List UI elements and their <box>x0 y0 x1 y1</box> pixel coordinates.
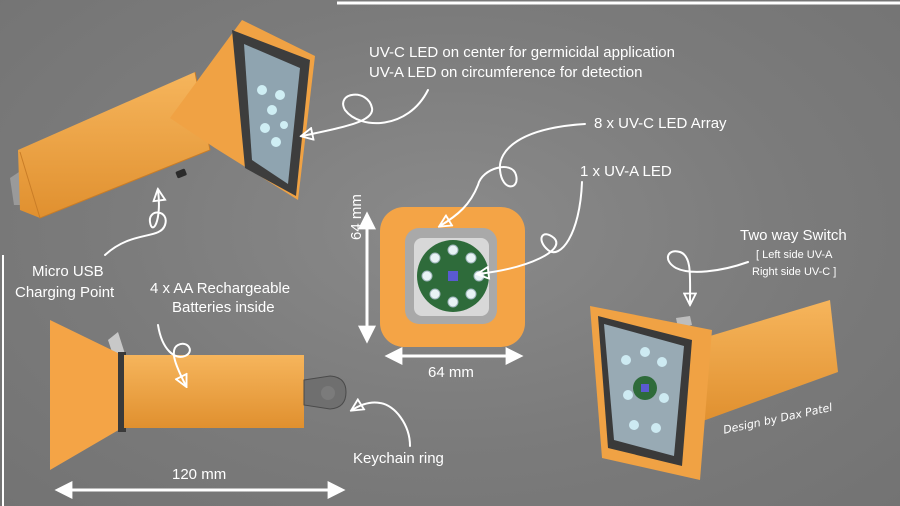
angle-body <box>690 300 838 422</box>
usb-label-line2: Charging Point <box>15 284 115 301</box>
usb-arrow <box>104 190 167 256</box>
switch-right-label: Right side UV-C ] <box>752 266 837 278</box>
dim-height-label: 64 mm <box>348 194 365 240</box>
flashlight-body-iso <box>18 72 210 218</box>
uv-leds-arrow <box>302 89 429 136</box>
side-head <box>50 320 122 470</box>
keychain-label: Keychain ring <box>353 450 444 467</box>
uva-led <box>448 271 458 281</box>
flashlight-iso-view <box>10 20 315 219</box>
keychain-arrow <box>352 402 411 447</box>
uvc-led-ring <box>421 244 485 308</box>
flashlight-angle-view <box>590 300 838 480</box>
usb-label-line1: Micro USB <box>32 263 104 280</box>
usb-port <box>175 168 187 179</box>
uv-leds-label-line1: UV-C LED on center for germicidal applic… <box>369 44 675 61</box>
batteries-arrow <box>157 324 191 386</box>
uva-led-label: 1 x UV-A LED <box>580 163 672 180</box>
led-array-arrow <box>440 123 586 226</box>
switch-left-label: [ Left side UV-A <box>756 249 833 261</box>
batteries-label-line1: 4 x AA Rechargeable <box>150 280 291 297</box>
switch-title-label: Two way Switch <box>740 227 847 244</box>
uv-leds-label-line2: UV-A LED on circumference for detection <box>369 64 643 81</box>
dim-length-label: 120 mm <box>172 466 227 483</box>
batteries-label-line2: Batteries inside <box>172 299 275 316</box>
switch-arrow <box>666 250 749 304</box>
led-array-label: 8 x UV-C LED Array <box>594 115 727 132</box>
dim-width-label: 64 mm <box>428 364 474 381</box>
uva-led-arrow <box>478 181 583 274</box>
flashlight-front-view <box>380 207 525 347</box>
flashlight-side-view <box>50 320 347 470</box>
side-body <box>124 355 304 428</box>
